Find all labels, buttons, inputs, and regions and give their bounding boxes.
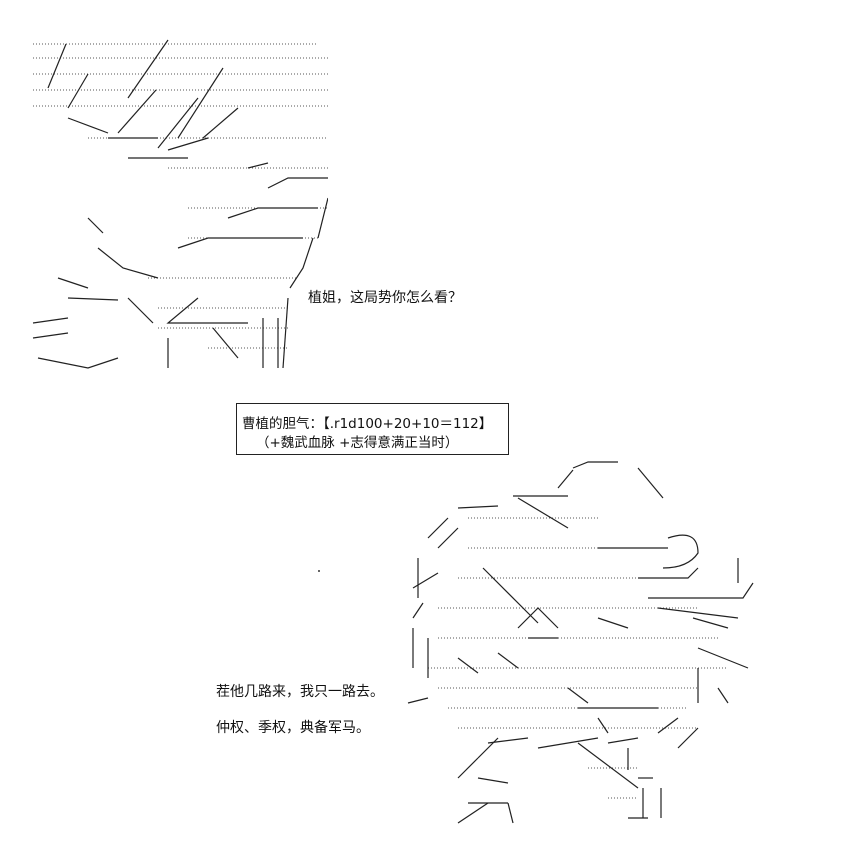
ascii-art-figure-bottom-drawing bbox=[407, 461, 754, 824]
ascii-art-figure-bottom bbox=[398, 458, 760, 830]
box-border-left bbox=[236, 403, 237, 454]
ascii-art-figure-top-drawing bbox=[32, 39, 328, 369]
roll-bonus: （+魏武血脉 +志得意满正当时） bbox=[256, 435, 459, 451]
roll-line: 曹植的胆气：【.r1d100+20+10＝112】 bbox=[242, 412, 492, 432]
stray-dot bbox=[318, 570, 320, 572]
dialogue-line-3: 仲权、季权，典备军马。 bbox=[216, 720, 370, 736]
ascii-art-figure-top bbox=[28, 38, 328, 378]
dialogue-line-1: 植姐，这局势你怎么看？ bbox=[308, 290, 462, 306]
roll-result-box: 曹植的胆气：【.r1d100+20+10＝112】 （+魏武血脉 +志得意满正当… bbox=[234, 400, 511, 457]
box-border-right bbox=[508, 403, 509, 454]
roll-prefix: 曹植的胆气： bbox=[242, 416, 323, 432]
roll-formula: 【.r1d100+20+10＝112】 bbox=[323, 416, 493, 432]
box-border-top bbox=[236, 403, 509, 404]
dialogue-line-2: 茬他几路来，我只一路去。 bbox=[216, 684, 384, 700]
box-border-bottom bbox=[236, 454, 509, 455]
